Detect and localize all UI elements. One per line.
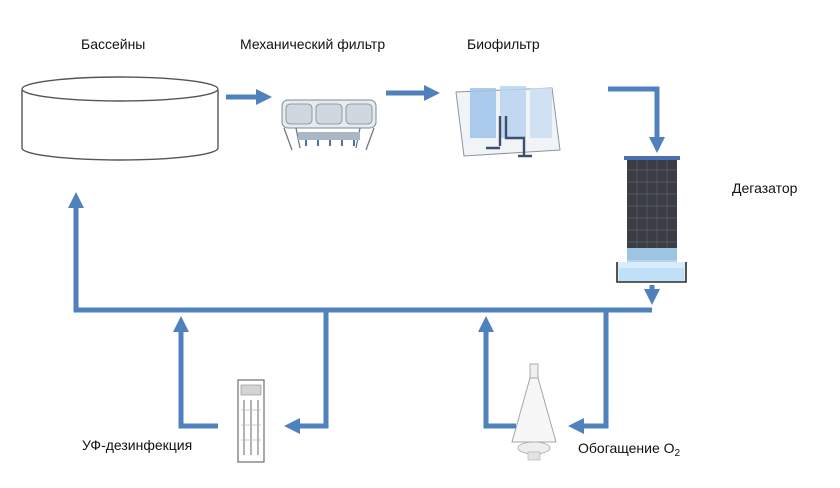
biofilter-tank-icon [455,86,561,158]
label-biofilter: Биофильтр [467,36,540,52]
flow-arrows [67,84,666,435]
pools-tank-icon [21,76,219,161]
label-uv-disinfection: УФ-дезинфекция [82,437,193,453]
label-oxygen-subscript: 2 [674,448,681,459]
flow-biofilter-to-degasser [608,86,666,154]
uv-unit-icon [237,379,265,463]
flow-from-oxygen [477,315,516,429]
label-oxygen-enrichment: Обогащение O2 [578,440,680,459]
label-pools: Бассейны [81,36,146,52]
flow-to-uv [283,310,329,435]
flow-from-uv [172,315,218,429]
degasser-column-icon [616,156,687,283]
label-degasser: Дегазатор [732,180,798,196]
label-oxygen-text: Обогащение O [578,440,675,456]
oxygen-cone-icon [511,363,557,461]
flow-return-main [67,191,652,313]
label-mechanical-filter: Механический фильтр [240,36,386,52]
drum-filter-icon [281,99,377,151]
flow-to-oxygen [567,310,609,435]
